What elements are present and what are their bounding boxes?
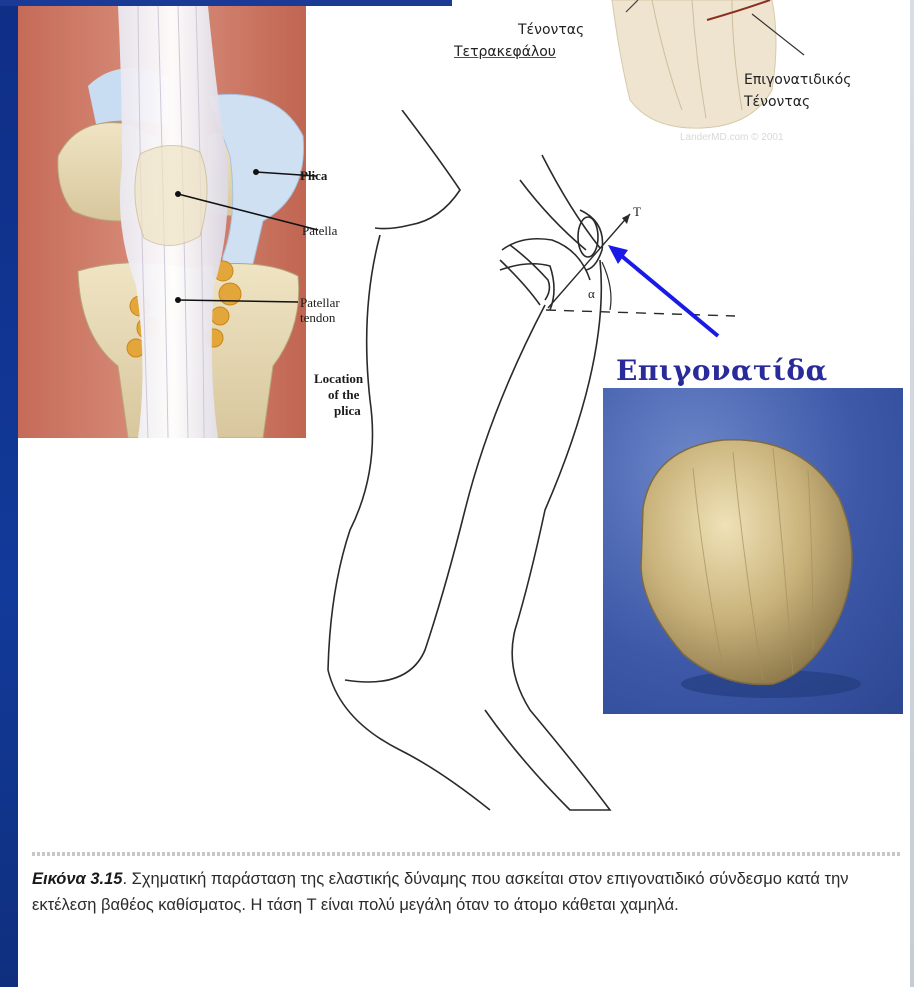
figure-caption: Εικόνα 3.15. Σχηματική παράσταση της ελα…: [32, 866, 904, 918]
patella-title: Επιγονατίδα: [616, 354, 828, 387]
left-frame-bar: [0, 0, 18, 987]
quadriceps-tendon-label-line2: Τετρακεφάλου: [454, 42, 556, 62]
patellar-tendon-gr-label-line2: Τένοντας: [744, 92, 810, 112]
patella-bone-image: [603, 388, 903, 714]
patellar-tendon-gr-label-line1: Επιγονατιδικός: [744, 70, 851, 90]
figure-reference: Εικόνα 3.15: [32, 870, 122, 888]
force-t-label: T: [633, 204, 641, 220]
angle-alpha-label: α: [588, 286, 595, 302]
quadriceps-tendon-label-line1: Τένοντας: [518, 20, 584, 40]
caption-divider: [32, 852, 902, 856]
patella-photo: [603, 388, 903, 714]
caption-text: . Σχηματική παράσταση της ελαστικής δύνα…: [32, 870, 849, 914]
